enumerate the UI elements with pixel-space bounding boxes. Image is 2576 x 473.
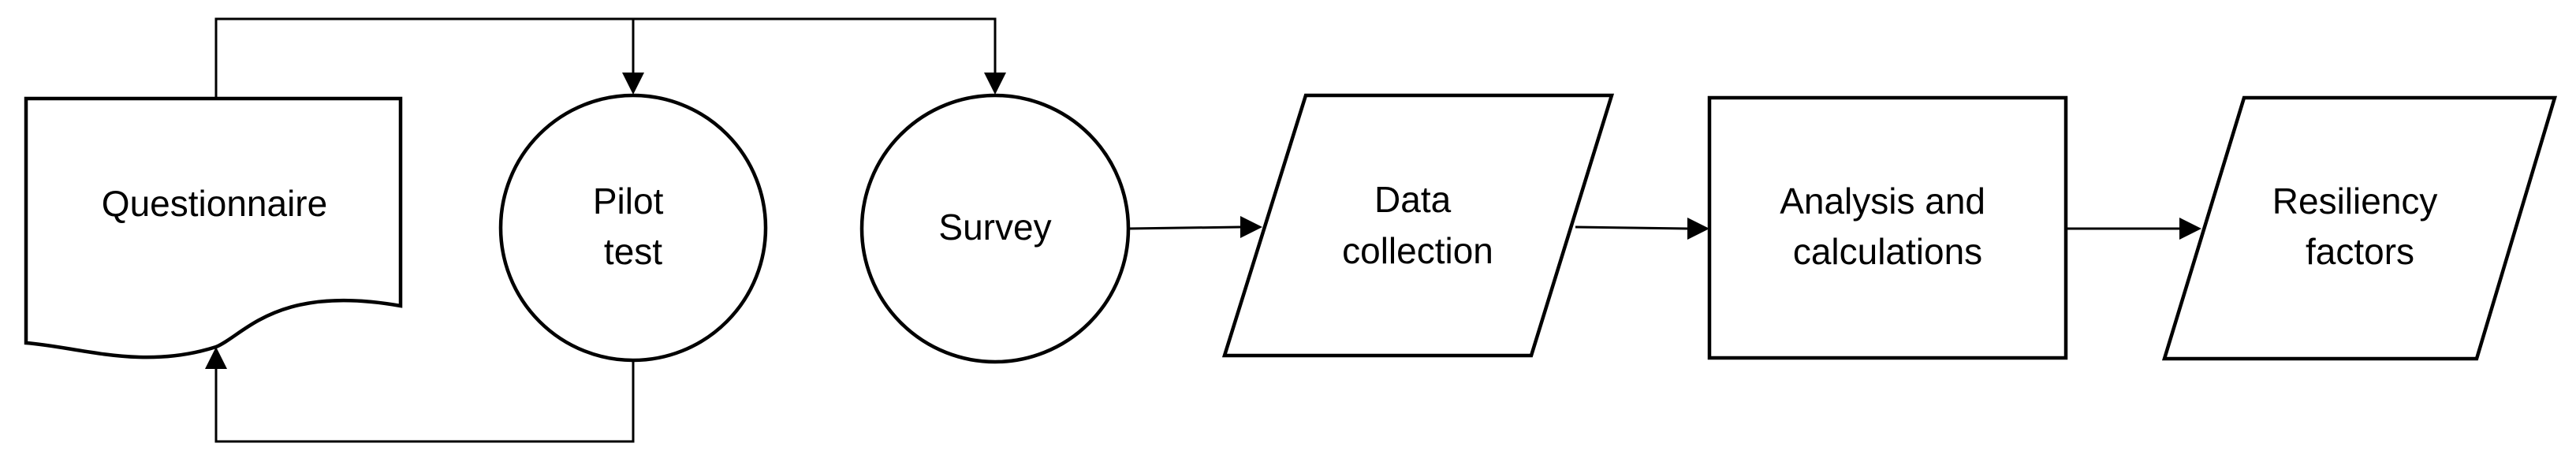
arrowhead-questionnaire: [205, 347, 227, 369]
parallelogram-shape: [2161, 95, 2558, 361]
edge-questionnaire-to-survey: [633, 17, 997, 73]
node-label-questionnaire: Questionnaire: [102, 183, 327, 224]
node-label-survey: Survey: [938, 207, 1051, 248]
edges: [205, 17, 2201, 443]
node-questionnaire: Questionnaire: [24, 96, 403, 359]
circle-shape: [859, 93, 1131, 364]
node-analysis: Analysis and calculations: [1707, 95, 2068, 360]
edge-data-collection-to-analysis: [1575, 225, 1688, 230]
node-pilot-test: Pilot test: [498, 93, 768, 363]
arrowhead-resiliency: [2179, 218, 2201, 240]
node-label-analysis: Analysis and calculations: [1780, 181, 1996, 272]
node-label-data-collection: Data collection: [1342, 179, 1493, 271]
node-resiliency-factors: Resiliency factors: [2161, 95, 2558, 361]
edge-questionnaire-to-pilot-test: [214, 17, 635, 99]
rectangle-shape: [1707, 95, 2068, 360]
arrowhead-survey: [984, 73, 1006, 95]
arrowhead-analysis: [1687, 218, 1709, 240]
parallelogram-shape: [1221, 93, 1615, 358]
edge-pilot-test-to-questionnaire: [214, 360, 635, 443]
node-survey: Survey: [859, 93, 1131, 364]
node-label-pilot-test: Pilot test: [593, 181, 673, 272]
node-data-collection: Data collection: [1221, 93, 1615, 358]
node-label-resiliency: Resiliency factors: [2272, 181, 2447, 272]
document-shape: [24, 96, 403, 359]
edge-survey-to-data-collection: [1128, 225, 1241, 230]
arrowhead-data-collection: [1240, 216, 1262, 238]
circle-shape: [498, 93, 768, 363]
arrowhead-pilot-test: [622, 73, 644, 95]
